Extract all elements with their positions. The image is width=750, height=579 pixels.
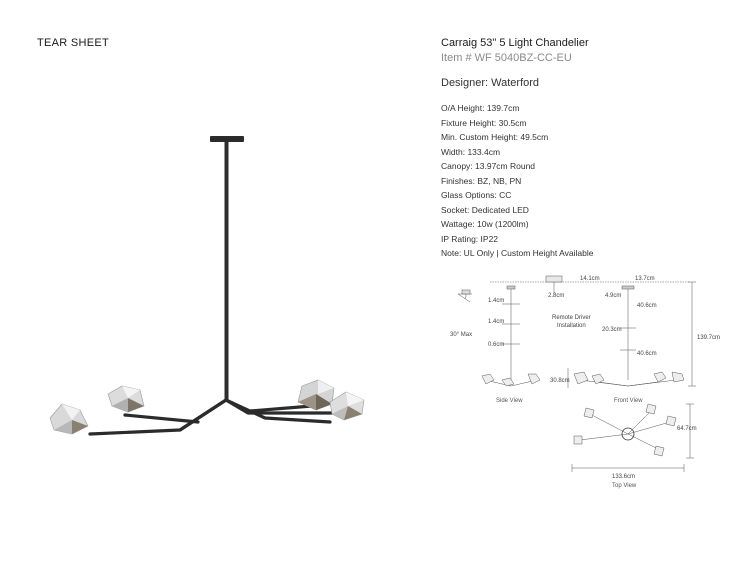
chandelier-image bbox=[49, 136, 365, 436]
top-depth-dim: 64.7cm bbox=[677, 426, 697, 432]
side-dim-3: 0.6cm bbox=[488, 342, 504, 348]
spec-list: O/A Height: 139.7cm Fixture Height: 30.5… bbox=[441, 101, 741, 261]
remote-label-2: Installation bbox=[557, 323, 586, 329]
tear-sheet-label: TEAR SHEET bbox=[37, 37, 110, 49]
side-dim-2: 1.4cm bbox=[488, 319, 504, 325]
front-rod-dim-2: 20.3cm bbox=[602, 327, 622, 333]
front-top-dim: 4.9cm bbox=[605, 293, 621, 299]
remote-canopy-dim: 14.1cm bbox=[580, 276, 600, 282]
product-info: Carraig 53" 5 Light Chandelier Item # WF… bbox=[441, 37, 741, 261]
remote-height-dim: 2.8cm bbox=[548, 293, 564, 299]
spec-ip-rating: IP Rating: IP22 bbox=[441, 233, 499, 244]
spec-width: Width: 133.4cm bbox=[441, 146, 501, 157]
spec-socket: Socket: Dedicated LED bbox=[441, 204, 529, 215]
front-total-dim: 139.7cm bbox=[697, 335, 720, 341]
product-title: Carraig 53" 5 Light Chandelier bbox=[441, 37, 589, 49]
spec-canopy: Canopy: 13.97cm Round bbox=[441, 161, 536, 171]
spec-fixture-height: Fixture Height: 30.5cm bbox=[441, 117, 527, 128]
dimension-drawing: 30° Max 1.4cm 1.4cm 0.6cm Side View 14.1… bbox=[450, 275, 720, 489]
spec-min-custom-height: Min. Custom Height: 49.5cm bbox=[441, 132, 549, 142]
remote-label-1: Remote Driver bbox=[552, 315, 591, 321]
top-width-dim: 133.6cm bbox=[612, 474, 635, 480]
item-number: Item # WF 5040BZ-CC-EU bbox=[441, 52, 572, 64]
crystal-shades bbox=[49, 379, 365, 435]
angle-label: 30° Max bbox=[450, 332, 472, 338]
front-canopy-dim: 13.7cm bbox=[635, 276, 655, 282]
front-rod-dim-3: 40.6cm bbox=[637, 351, 657, 357]
spec-glass-options: Glass Options: CC bbox=[441, 190, 512, 200]
top-view-caption: Top View bbox=[612, 483, 637, 489]
spec-wattage: Wattage: 10w (1200lm) bbox=[441, 219, 529, 229]
spec-overall-height: O/A Height: 139.7cm bbox=[441, 103, 520, 113]
designer: Designer: Waterford bbox=[441, 77, 540, 89]
spec-note: Note: UL Only | Custom Height Available bbox=[441, 248, 594, 258]
front-fixture-dim: 30.8cm bbox=[550, 378, 570, 384]
spec-finishes: Finishes: BZ, NB, PN bbox=[441, 175, 522, 186]
side-view-caption: Side View bbox=[496, 398, 523, 404]
side-dim-1: 1.4cm bbox=[488, 298, 504, 304]
front-view-caption: Front View bbox=[614, 398, 643, 404]
front-rod-dim-1: 40.6cm bbox=[637, 303, 657, 309]
